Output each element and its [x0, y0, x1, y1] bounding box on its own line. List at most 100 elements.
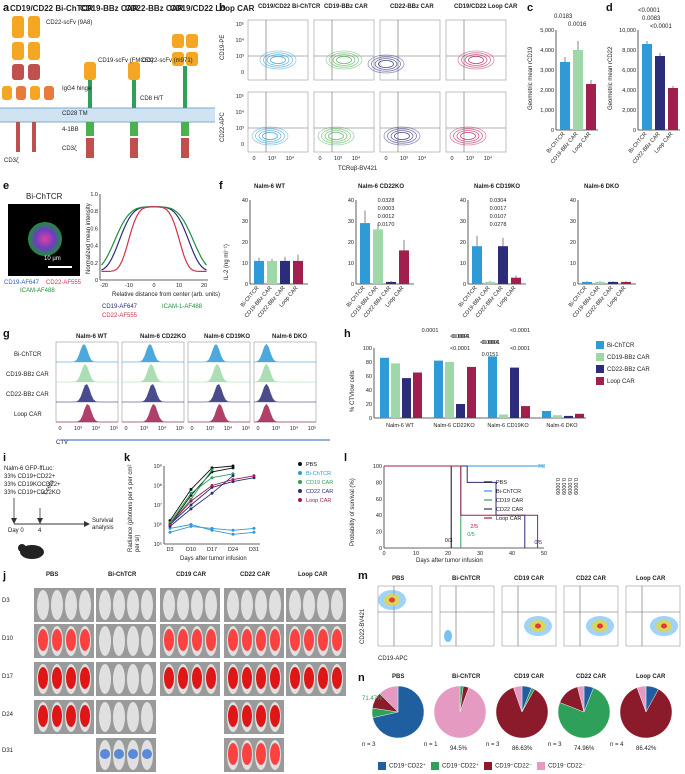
cd19-scfv	[84, 62, 96, 80]
intensity-curve	[101, 206, 207, 271]
y-tick: 4,000	[540, 48, 554, 54]
mouse-silhouette	[127, 590, 139, 620]
pie-slice	[619, 687, 673, 739]
bar	[553, 415, 562, 418]
contour-ring	[262, 131, 278, 140]
contour-ring	[259, 50, 297, 70]
p-value: <0.0001	[510, 346, 530, 352]
legend-label: PBS	[306, 462, 317, 468]
flow-cloud-peak	[535, 623, 541, 629]
y-tick: 0	[245, 282, 248, 288]
panel-label-j: j	[3, 570, 7, 582]
panel-label-e: e	[3, 180, 10, 192]
x-tick: 10⁴	[290, 425, 299, 432]
x-tick: 10³	[140, 426, 148, 432]
domain-gamma	[16, 86, 26, 100]
n-legend: CD19⁺CD22⁺ CD19⁻CD22⁺ CD19⁺CD22⁻ CD19⁻CD…	[378, 762, 585, 770]
panel-label-b: b	[219, 2, 226, 14]
legend-marker	[298, 489, 302, 493]
panel-label-a: a	[3, 2, 10, 14]
bioluminescence-signal	[38, 667, 48, 689]
m-group-5: Loop CAR	[636, 576, 666, 582]
y-tick: 30	[460, 219, 466, 225]
flow-plot-frame	[379, 19, 441, 81]
mouse-silhouette	[99, 590, 111, 620]
header-bichtcr: CD19/CD22 Bi-ChTCR	[10, 4, 94, 13]
p-value: <0.0001	[480, 340, 500, 346]
contour-ring	[324, 130, 348, 142]
group-label: Nalm-6 DKO	[546, 423, 578, 429]
flow-plot-frame	[313, 19, 375, 81]
x-tick: D31	[249, 547, 259, 553]
panel-e: Bi-ChTCR 10 µm CD19-AF647 CD22-AF555 ICA…	[0, 180, 220, 326]
bar	[434, 360, 443, 418]
x-tick: 10⁵	[242, 425, 250, 432]
mouse-icon	[20, 545, 44, 559]
y-tick: 60	[366, 374, 372, 380]
legend-marker	[298, 462, 302, 466]
bar	[413, 372, 422, 418]
x-tick: 0	[152, 283, 155, 289]
bar	[267, 260, 277, 284]
receptor-diagram	[0, 16, 215, 158]
bar	[498, 246, 508, 284]
e-stain-3: ICAM-AF488	[20, 288, 55, 294]
ctv-histogram	[56, 404, 118, 423]
mouse-silhouette	[163, 590, 175, 620]
pie-slice	[379, 685, 399, 713]
survival-fraction: 0/5	[467, 532, 475, 538]
bioluminescence-signal	[52, 667, 62, 689]
contour-ring	[255, 128, 285, 144]
note-cd28tm: CD28 TM	[62, 111, 88, 117]
contour-ring	[317, 126, 355, 146]
y-tick: 10	[348, 261, 354, 267]
n-n-3: n = 3	[486, 742, 500, 748]
bioluminescence-signal	[192, 629, 202, 651]
y-tick: 10⁷	[154, 502, 162, 509]
flow-plot-frame	[247, 19, 309, 81]
contour-ring	[270, 56, 286, 65]
contour-ring	[383, 126, 421, 146]
domain-epsilon	[2, 86, 12, 100]
domain-cb	[28, 64, 40, 80]
g-row-4: Loop CAR	[14, 412, 42, 418]
mouse-silhouette	[317, 590, 329, 620]
contour-ring	[336, 56, 352, 65]
contour-ring	[329, 52, 359, 68]
bar	[586, 84, 596, 130]
y-tick: 20	[242, 240, 248, 246]
y-tick: 20	[376, 530, 382, 536]
bioluminescence-signal	[66, 667, 76, 689]
panel-c-chart: Geometric mean rCD19 0.0183 0.0016 5,000…	[526, 0, 606, 178]
bioluminescence-signal	[290, 629, 300, 651]
pie-slice	[557, 687, 611, 739]
panel-l: Probability of survival (%) Days after t…	[344, 452, 685, 568]
y-tick: 100	[373, 464, 382, 470]
bioluminescence-signal	[242, 705, 252, 727]
x-tick: 10⁵	[308, 425, 316, 432]
bar	[542, 411, 551, 418]
bioluminescence-signal	[164, 667, 174, 689]
g-row-3: CD22-BBz CAR	[6, 392, 49, 398]
legend-label: CD22 CAR	[306, 489, 333, 495]
domain-epsilon-2	[44, 86, 54, 100]
bioluminescence-signal	[206, 667, 216, 689]
i-timeline	[11, 498, 90, 559]
x-tick: 0	[382, 551, 385, 557]
p-value: 0.0009	[566, 478, 572, 495]
domain-vh-1	[12, 42, 24, 60]
y-tick: 40	[242, 198, 248, 204]
y-tick: 60	[376, 497, 382, 503]
ctv-histogram	[122, 363, 184, 383]
bioluminescence-signal	[304, 667, 314, 689]
contour-ring	[251, 126, 289, 146]
bar	[445, 362, 454, 418]
i-end: Survival analysis	[92, 518, 114, 531]
c-pval-1: 0.0183	[554, 14, 573, 20]
bioluminescence-signal	[80, 667, 90, 689]
y-tick: 30	[242, 219, 248, 225]
ctv-histogram	[56, 363, 118, 383]
y-tick: 10,000	[619, 28, 636, 34]
p-value: 0.0328	[378, 198, 395, 204]
